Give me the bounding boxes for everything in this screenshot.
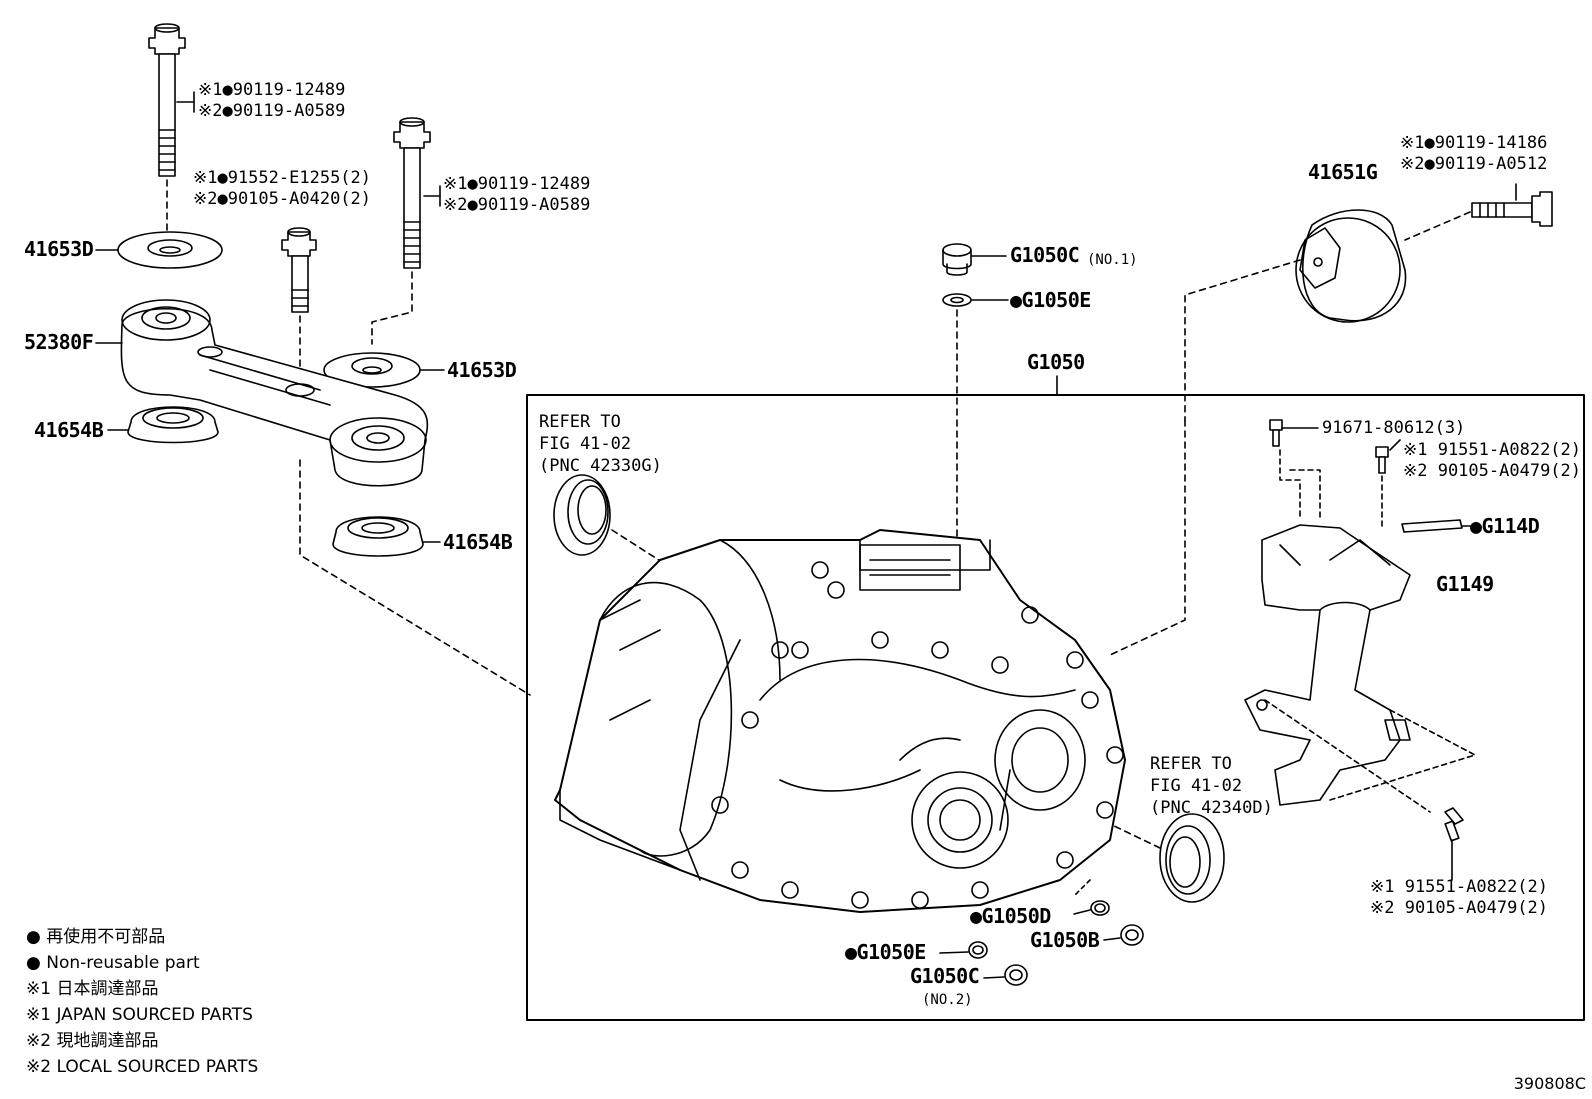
- part-41653D-mid: 41653D: [447, 358, 517, 382]
- part-G1050: G1050: [1027, 350, 1085, 374]
- oil-seal-left-icon: [553, 474, 611, 556]
- part-41653D-top: 41653D: [24, 237, 94, 261]
- callout-bolt-right-1: ※1●90119-14186: [1400, 133, 1548, 153]
- gasket-G1050D-icon: [1090, 900, 1110, 916]
- part-G1050C-no2: G1050C: [910, 964, 980, 988]
- ref-left-line2: FIG 41-02: [539, 434, 632, 454]
- figure-code: 390808C: [1513, 1074, 1586, 1093]
- part-41651G: 41651G: [1308, 160, 1378, 184]
- callout-bolt-right-2: ※2●90119-A0512: [1400, 154, 1548, 174]
- legend-line2: ● Non-reusable part: [26, 953, 200, 973]
- part-52380F: 52380F: [24, 330, 94, 354]
- part-G114D: ●G114D: [1470, 514, 1540, 538]
- ref-right-line1: REFER TO: [1150, 754, 1232, 774]
- transaxle-housing-G1050-icon: [554, 529, 1126, 913]
- bolt-short-icon: [281, 227, 317, 313]
- part-G1050D: ●G1050D: [970, 904, 1051, 928]
- part-G1050E-bottom: ●G1050E: [845, 940, 926, 964]
- callout-bolt-top-left-1: ※1●90119-12489: [198, 80, 346, 100]
- callout-bolt-mid-left-2: ※2●90105-A0420(2): [193, 189, 372, 209]
- cushion-41654B-left-icon: [127, 406, 219, 444]
- callout-bottom-right-1: ※1 91551-A0822(2): [1370, 877, 1549, 897]
- callout-bottom-right-2: ※2 90105-A0479(2): [1370, 898, 1549, 918]
- legend-line5: ※2 現地調達部品: [26, 1031, 159, 1051]
- callout-bracket-right-1: ※1 91551-A0822(2): [1403, 440, 1582, 460]
- bolt-long-mid-icon: [393, 117, 431, 269]
- gasket-G1050E-bottom-icon: [968, 941, 988, 959]
- bracket-bolt-right-icon: [1375, 446, 1389, 474]
- part-G1149: G1149: [1436, 572, 1494, 596]
- bolt-long-left-icon: [148, 23, 186, 177]
- part-G1050B: G1050B: [1030, 928, 1100, 952]
- cushion-41653D-top-icon: [117, 231, 223, 269]
- callout-bolt-mid-left-1: ※1●91552-E1255(2): [193, 168, 372, 188]
- bolt-41651G-icon: [1471, 191, 1553, 227]
- callout-bolt-mid-1: ※1●90119-12489: [443, 174, 591, 194]
- gasket-G1050E-top-icon: [942, 293, 972, 307]
- part-G1050C-no2-note: (NO.2): [922, 992, 973, 1008]
- part-G1050C-no1: G1050C: [1010, 243, 1080, 267]
- callout-bolt-mid-2: ※2●90119-A0589: [443, 195, 591, 215]
- callout-bracket-small: 91671-80612(3): [1322, 418, 1466, 438]
- callout-bolt-top-left-2: ※2●90119-A0589: [198, 101, 346, 121]
- ref-left-line3: (PNC 42330G): [539, 456, 662, 476]
- ref-right-line3: (PNC 42340D): [1150, 798, 1273, 818]
- pin-G114D-icon: [1401, 519, 1463, 533]
- mount-41651G-icon: [1295, 209, 1407, 323]
- drain-plug-G1050C-icon: [942, 243, 972, 276]
- part-G1050E-top: ●G1050E: [1010, 288, 1091, 312]
- bracket-bolt-3x-icon: [1269, 419, 1283, 447]
- part-G1050C-no1-note: (NO.1): [1087, 252, 1138, 268]
- legend-line1: ● 再使用不可部品: [26, 927, 166, 947]
- bracket-G1149-icon: [1244, 524, 1411, 806]
- oil-seal-right-icon: [1159, 813, 1225, 903]
- plug-G1050C-bottom-icon: [1004, 964, 1028, 986]
- legend-line6: ※2 LOCAL SOURCED PARTS: [26, 1057, 259, 1077]
- part-41654B-left: 41654B: [34, 418, 104, 442]
- assembly-box: [526, 394, 1585, 1021]
- cushion-41654B-mid-icon: [332, 516, 424, 557]
- callout-bracket-right-2: ※2 90105-A0479(2): [1403, 461, 1582, 481]
- ref-left-line1: REFER TO: [539, 412, 621, 432]
- bolt-bottom-right-icon: [1444, 807, 1464, 842]
- ref-right-line2: FIG 41-02: [1150, 776, 1243, 796]
- part-41654B-mid: 41654B: [443, 530, 513, 554]
- mount-arm-52380F-icon: [120, 299, 429, 487]
- plug-G1050B-icon: [1120, 924, 1144, 946]
- legend-line3: ※1 日本調達部品: [26, 979, 159, 999]
- legend-line4: ※1 JAPAN SOURCED PARTS: [26, 1005, 253, 1025]
